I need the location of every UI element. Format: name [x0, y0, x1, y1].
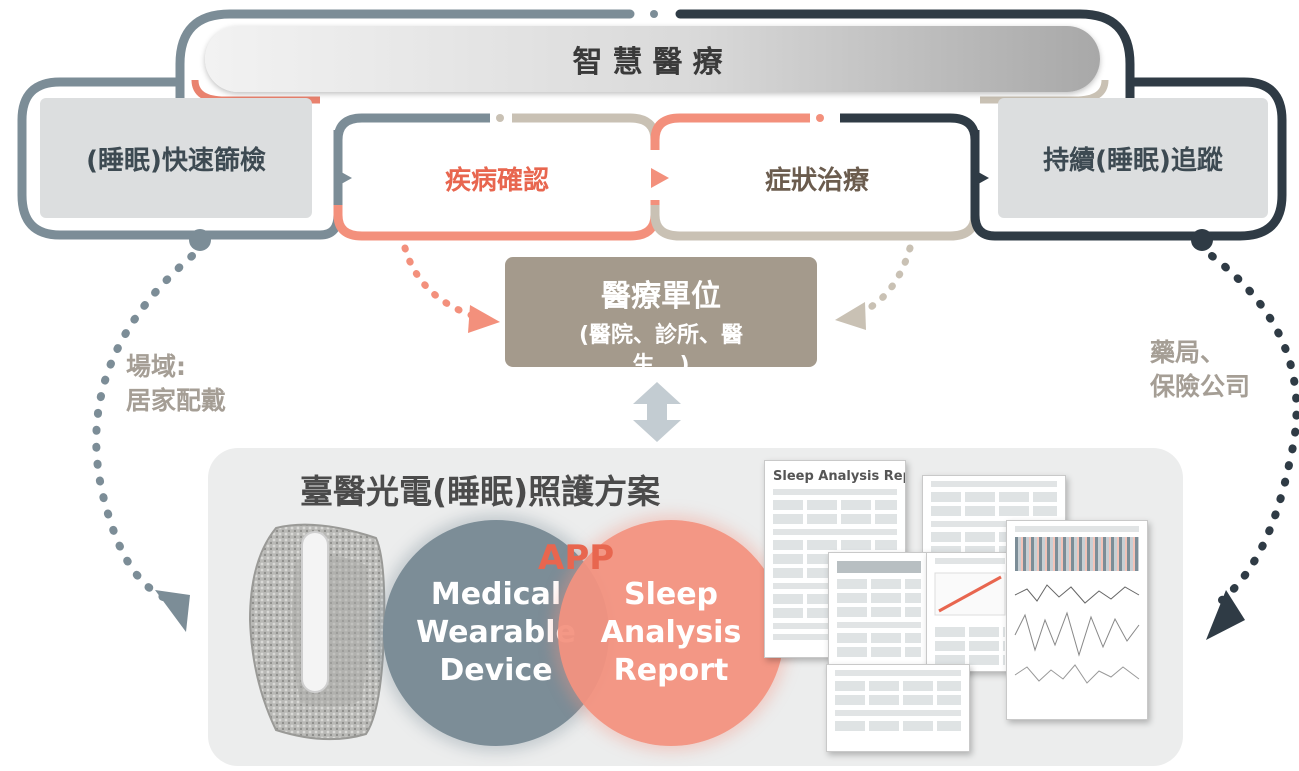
right-note-line2: 保險公司 — [1150, 372, 1251, 401]
step-diagnosis: 疾病確認 — [352, 128, 642, 228]
pointer-2 — [651, 168, 669, 188]
tracking-frame — [970, 77, 1287, 241]
pointer-1 — [334, 168, 352, 188]
solution-title: 臺醫光電(睡眠)照護方案 — [300, 472, 661, 511]
treatment-frame-top — [650, 113, 810, 150]
device-line2: Wearable — [416, 615, 576, 650]
right-note-line1: 藥局、 — [1150, 338, 1226, 367]
signal-thumbnail — [1014, 584, 1140, 684]
app-label: APP — [538, 538, 615, 578]
arrowhead-treatment — [835, 302, 866, 330]
right-note: 藥局、 保險公司 — [1150, 336, 1250, 404]
left-note-line1: 場域: — [126, 352, 186, 381]
sleep-analysis-report-circle: Sleep Analysis Report — [558, 520, 784, 746]
report-thumbnail — [1006, 520, 1148, 720]
dotted-arrow-diagnosis — [401, 244, 484, 322]
step-screening: (睡眠)快速篩檢 — [40, 98, 312, 218]
medical-unit-box: 醫療單位 (醫院、診所、醫生...) — [505, 257, 817, 378]
diagnosis-frame-dot — [496, 114, 504, 122]
medical-unit-subtitle: (醫院、診所、醫生...) — [578, 323, 744, 378]
banner-title: 智慧醫療 — [205, 26, 1100, 92]
report-line2: Analysis — [600, 615, 742, 650]
arrowhead-diagnosis — [468, 305, 500, 333]
left-note: 場域: 居家配戴 — [126, 350, 226, 418]
wristband-image — [248, 523, 386, 741]
left-curve-start — [189, 229, 211, 251]
scatter-thumbnail — [934, 572, 1006, 616]
medical-unit-title: 醫療單位 — [601, 279, 721, 314]
report-line1: Sleep — [623, 577, 719, 612]
report-thumbnail — [828, 552, 930, 672]
step-tracking: 持續(睡眠)追蹤 — [998, 98, 1268, 218]
report-thumbnail — [826, 664, 970, 752]
step-treatment: 症狀治療 — [672, 128, 962, 228]
left-dotted-curve — [92, 252, 196, 604]
diagnosis-frame-top — [333, 113, 490, 150]
treatment-frame-dot — [816, 114, 824, 122]
hypnogram-thumbnail — [1015, 537, 1139, 571]
right-curve-start — [1191, 229, 1213, 251]
device-line1: Medical — [430, 577, 562, 612]
right-arrowhead — [1206, 590, 1245, 640]
outer-bracket-dot — [650, 10, 658, 18]
up-down-arrow-icon — [633, 382, 681, 442]
outer-bracket-left — [175, 9, 635, 115]
left-note-line2: 居家配戴 — [126, 386, 227, 415]
outer-bracket-right — [675, 9, 1135, 115]
left-arrowhead — [155, 590, 190, 632]
right-dotted-curve — [1208, 252, 1299, 604]
screening-frame — [17, 77, 343, 240]
report-thumbnail-heading: Sleep Analysis Report — [773, 469, 905, 484]
report-line3: Report — [613, 653, 729, 688]
pointer-3 — [971, 168, 989, 188]
device-line3: Device — [439, 653, 553, 688]
report-thumbnail — [926, 552, 1014, 672]
